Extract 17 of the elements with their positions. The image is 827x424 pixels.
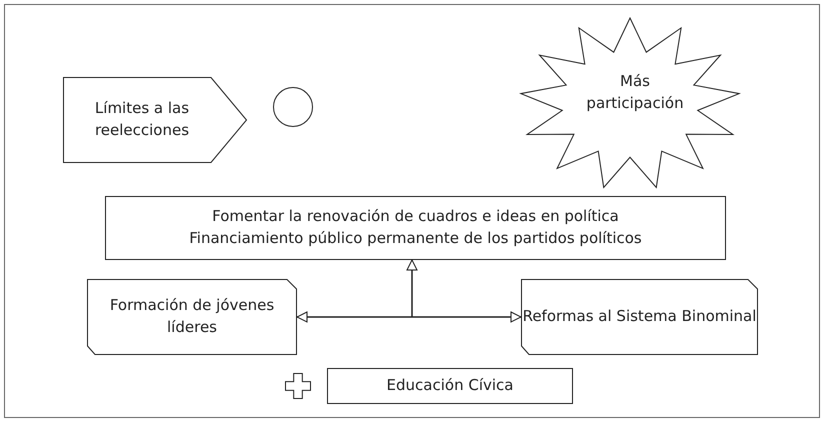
pentagon-box (63, 77, 247, 163)
node-text: Formación de jóvenes líderes (108, 295, 276, 338)
snipped-corner-box (521, 279, 758, 355)
cross-shape (285, 373, 311, 399)
arrow (296, 312, 522, 322)
node-text: Educación Cívica (386, 375, 514, 396)
arrow (406, 260, 418, 317)
node-text: Financiamiento público permanente de los partidos políticos (189, 228, 642, 249)
circle-shape (273, 87, 313, 127)
node-text: Reformas al Sistema Binominal (522, 306, 756, 328)
node-text: Límites a las reelecciones (94, 98, 190, 141)
node-text: Más participación (585, 71, 685, 114)
node-text: Fomentar la renovación de cuadros e ideas en política (212, 206, 619, 228)
snipped-corner-box (87, 279, 297, 355)
process-box (327, 368, 573, 404)
starburst-shape (520, 18, 740, 190)
process-box (105, 196, 726, 260)
